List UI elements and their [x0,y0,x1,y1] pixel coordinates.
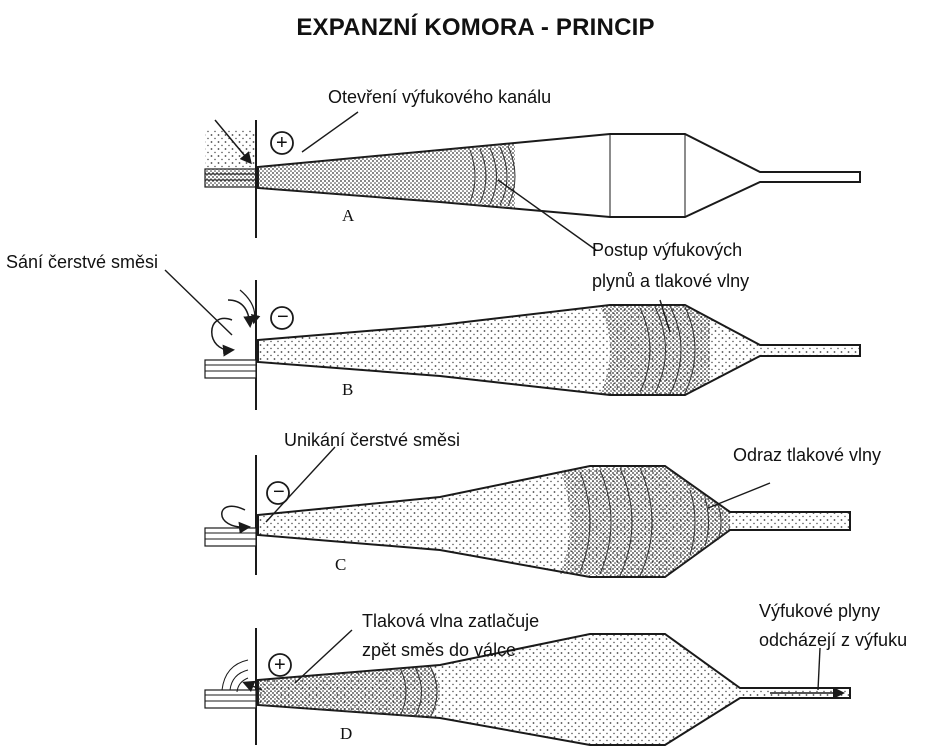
label-progress-line2: plynů a tlakové vlny [592,268,749,294]
panel-d-sign: + [274,655,286,675]
label-fresh-mixture-intake: Sání čerstvé směsi [6,249,158,275]
label-push-back-line2: zpět směs do válce [362,637,516,663]
label-wave-reflection: Odraz tlakové vlny [733,442,881,468]
panel-b-pipe [205,280,860,410]
panel-a-letter: A [342,206,354,226]
panel-b-sign: − [277,307,289,327]
label-exhaust-out-line2: odcházejí z výfuku [759,627,907,653]
panel-c-pipe [205,455,850,577]
panel-d-pipe [205,628,850,745]
label-exhaust-out-line1: Výfukové plyny [759,598,880,624]
sign-circles [267,132,293,676]
panel-c-sign: − [273,482,285,502]
panel-c-letter: C [335,555,346,575]
label-fresh-mixture-escape: Unikání čerstvé směsi [284,427,460,453]
panel-b-letter: B [342,380,353,400]
panel-d-letter: D [340,724,352,744]
panel-a-sign: + [276,133,288,153]
label-exhaust-port-opening: Otevření výfukového kanálu [328,84,551,110]
panel-a-pipe [205,120,860,238]
label-push-back-line1: Tlaková vlna zatlačuje [362,608,539,634]
label-progress-line1: Postup výfukových [592,237,742,263]
